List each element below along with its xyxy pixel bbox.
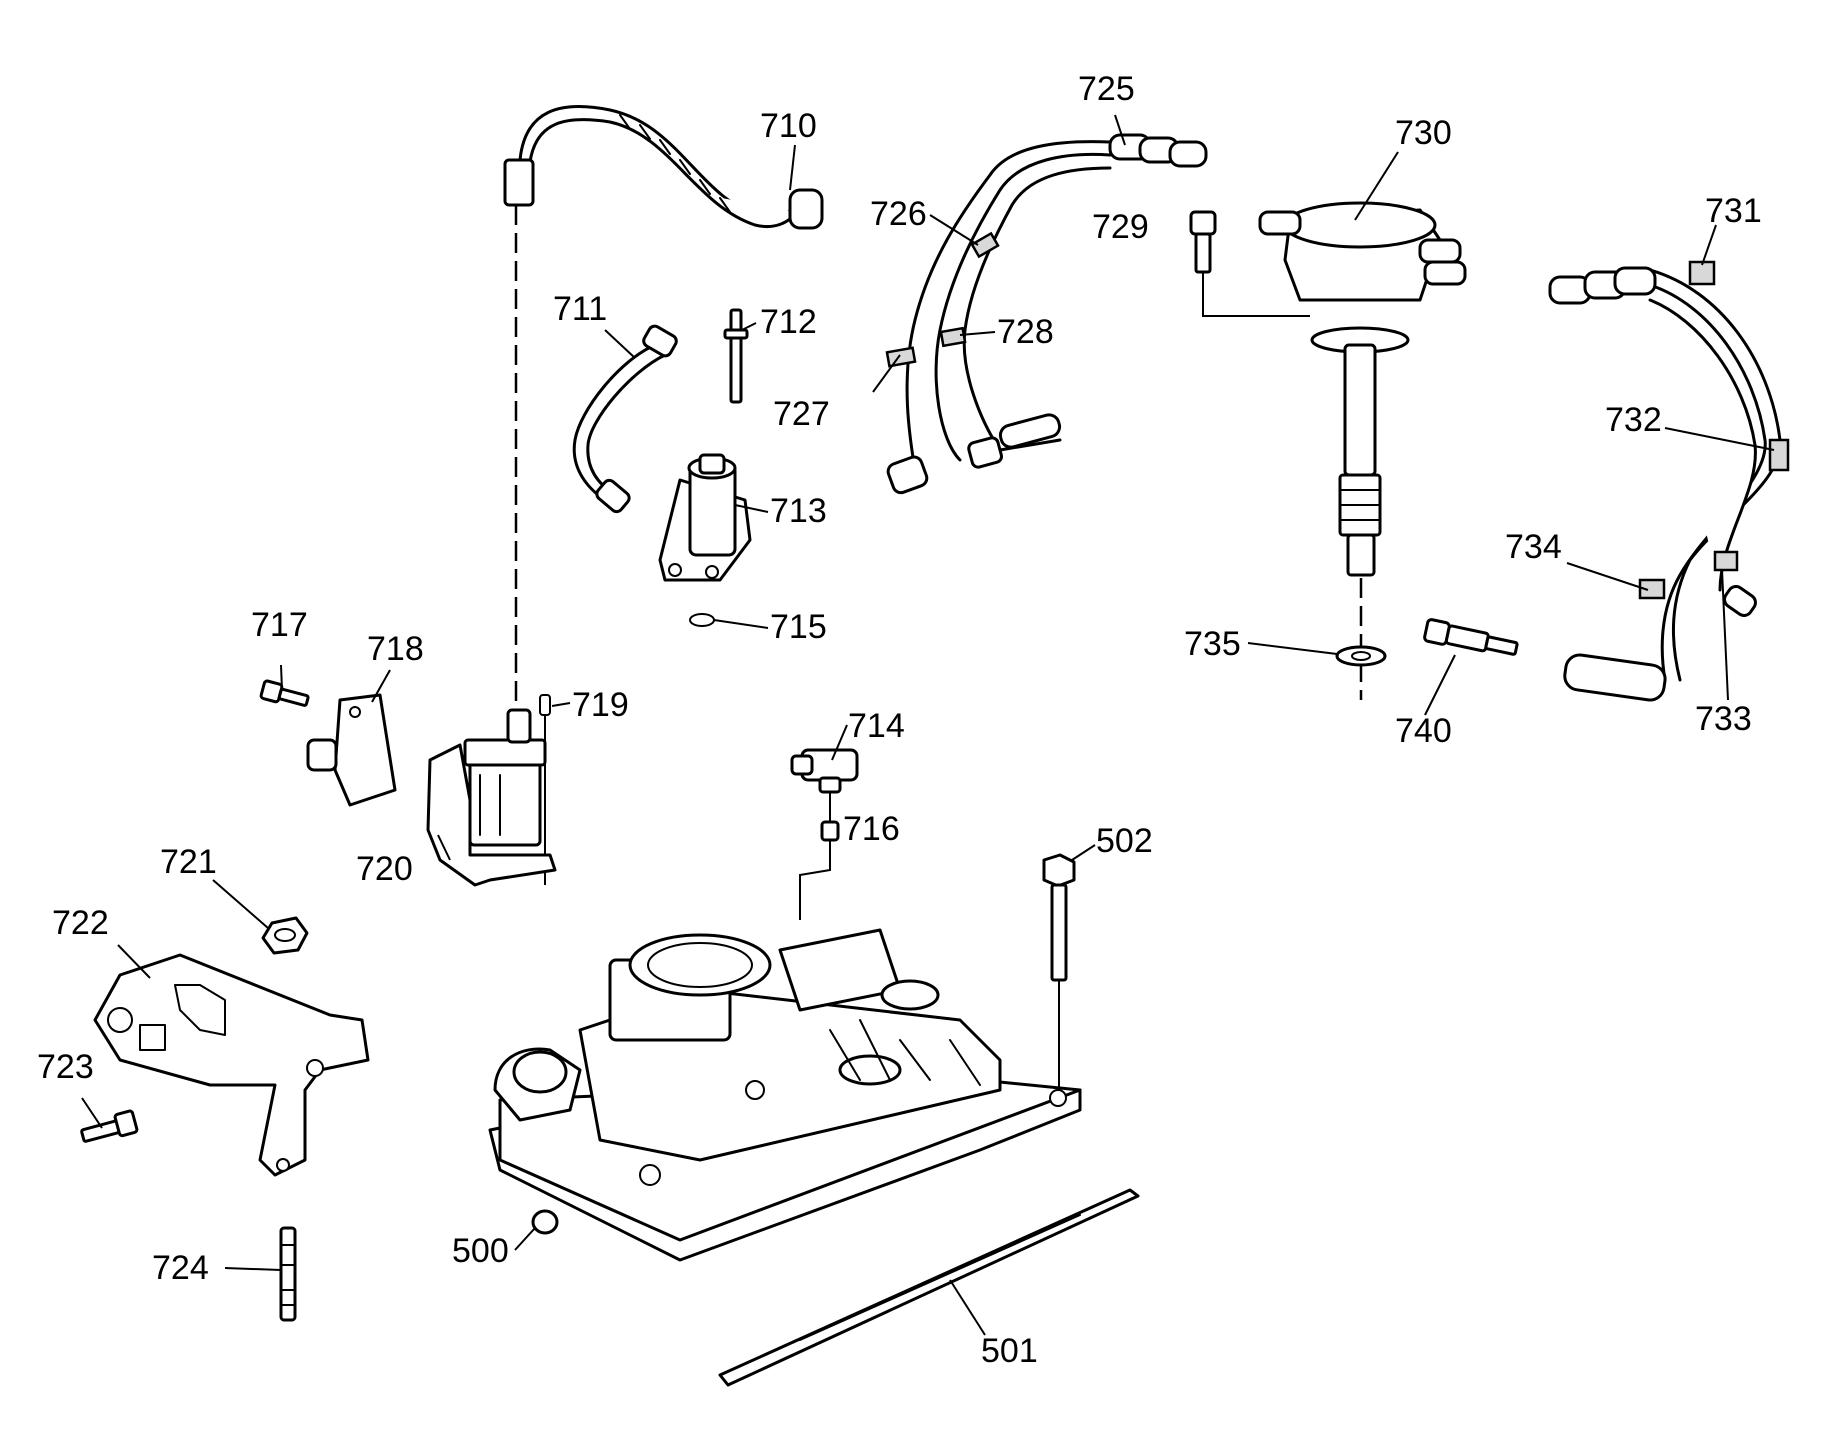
callout-712: 712	[760, 303, 817, 341]
callout-502: 502	[1096, 822, 1153, 860]
callout-734: 734	[1505, 528, 1562, 566]
callout-715: 715	[770, 608, 827, 646]
callout-729: 729	[1092, 208, 1149, 246]
callout-727: 727	[773, 395, 830, 433]
callout-labels: 710 711 712 713 715 714 716 717 718 719 …	[37, 70, 1762, 1370]
part-722-bracket	[93, 953, 370, 1177]
part-718-module	[306, 693, 397, 807]
part-712-stud	[723, 308, 749, 404]
part-725-wire-harness	[885, 133, 1208, 495]
part-721-nut	[261, 916, 309, 955]
part-711-plug-wire	[572, 324, 678, 514]
callout-711: 711	[553, 290, 607, 328]
part-730-distributor	[1258, 201, 1467, 700]
part-501-gasket	[718, 1188, 1140, 1387]
callout-724: 724	[152, 1249, 209, 1287]
callout-740: 740	[1395, 712, 1452, 750]
part-740-spark-plug	[1423, 618, 1519, 656]
callout-500: 500	[452, 1232, 509, 1270]
callout-721: 721	[160, 843, 217, 881]
part-713-sensor	[658, 453, 752, 582]
callout-726: 726	[870, 195, 927, 233]
part-720-ignition-coil	[426, 708, 557, 887]
callout-728: 728	[997, 313, 1054, 351]
part-716-grommet	[799, 820, 840, 920]
callout-719: 719	[572, 686, 629, 724]
callout-717: 717	[251, 606, 308, 644]
callout-718: 718	[367, 630, 424, 668]
callout-735: 735	[1184, 625, 1241, 663]
callout-710: 710	[760, 107, 817, 145]
callout-714: 714	[848, 707, 905, 745]
callout-722: 722	[52, 904, 109, 942]
callout-501: 501	[981, 1332, 1038, 1370]
callout-732: 732	[1605, 401, 1662, 439]
callout-720: 720	[356, 850, 413, 888]
callout-716: 716	[843, 810, 900, 848]
part-500-intake-manifold	[488, 928, 1082, 1262]
part-714-sensor	[790, 748, 859, 822]
part-724-stud	[279, 1226, 297, 1322]
callout-713: 713	[770, 492, 827, 530]
leader-lines	[81, 114, 1775, 1336]
callout-730: 730	[1395, 114, 1452, 152]
part-731-wire-harness	[1548, 260, 1790, 702]
part-729-bolt	[1189, 210, 1310, 317]
part-717-bolt	[259, 679, 310, 707]
part-715-o-ring	[689, 613, 715, 627]
callout-731: 731	[1705, 192, 1762, 230]
callout-725: 725	[1078, 70, 1135, 108]
part-735-gasket	[1335, 645, 1387, 667]
part-723-bolt	[80, 1109, 139, 1143]
part-710-coil-wire	[503, 105, 824, 230]
callout-723: 723	[37, 1048, 94, 1086]
callout-733: 733	[1695, 700, 1752, 738]
part-502-bolt	[1042, 853, 1076, 1090]
